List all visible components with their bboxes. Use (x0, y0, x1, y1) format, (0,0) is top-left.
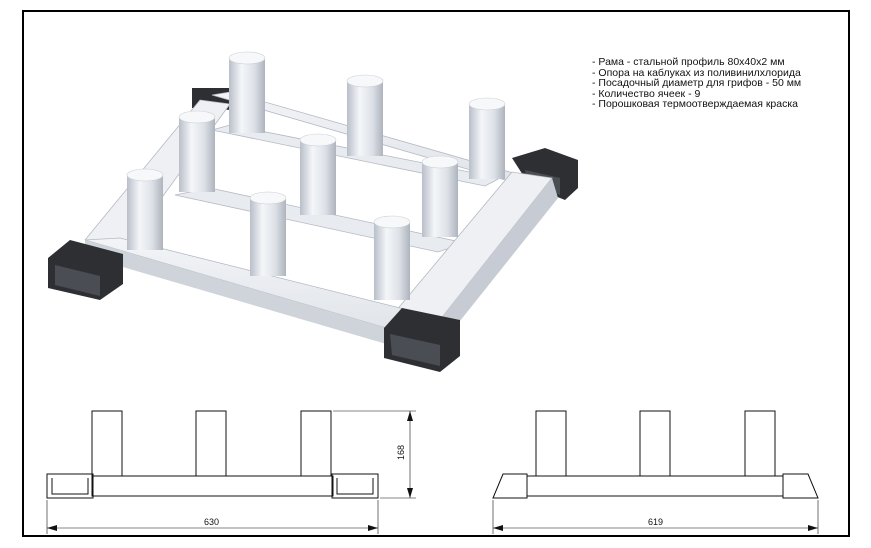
peg (346, 74, 384, 156)
spec-item-paint: - Порошковая термоотверждаемая краска (592, 98, 799, 111)
rail-right-side (432, 178, 558, 346)
peg (373, 215, 411, 300)
spec-list: - Рама - стальной профиль 80х40х2 мм - О… (592, 57, 801, 110)
peg (468, 97, 506, 179)
drawing-border (22, 10, 850, 537)
foot-front-left (48, 240, 123, 300)
peg (178, 110, 216, 192)
spec-item-cells: - Количество ячеек - 9 (592, 87, 701, 100)
side-view (492, 410, 819, 534)
dimension-front-width: 630 (204, 517, 219, 527)
front-view (46, 410, 416, 534)
rail-front-side (85, 240, 400, 348)
spec-item-frame: - Рама - стальной профиль 80х40х2 мм (592, 56, 785, 68)
peg (228, 51, 266, 133)
spec-item-diameter: - Посадочный диаметр для грифов - 50 мм (592, 77, 802, 90)
rack-3d-view (48, 51, 578, 372)
spec-item-support: - Опора на каблуках из поливинилхлорида (592, 66, 801, 79)
foot-front-right (384, 308, 460, 372)
peg (249, 191, 287, 276)
peg (421, 155, 459, 237)
dimension-height: 168 (396, 445, 406, 460)
dimension-side-width: 619 (648, 517, 663, 527)
peg (299, 133, 337, 215)
peg (126, 168, 164, 250)
